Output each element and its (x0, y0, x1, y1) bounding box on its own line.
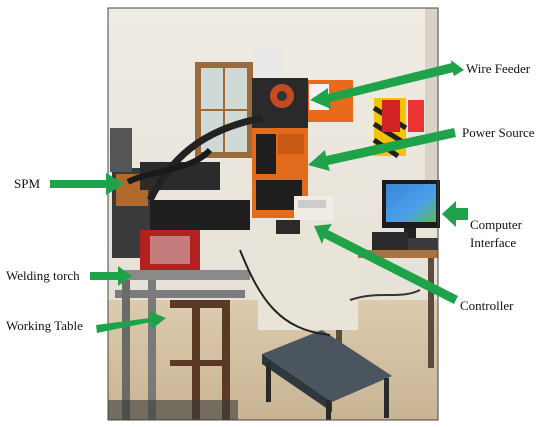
computer-monitor (372, 180, 440, 250)
photo (107, 7, 440, 421)
arrow-controller (314, 224, 458, 304)
arrow-working-table (96, 311, 166, 333)
label-controller: Controller (460, 298, 514, 313)
label-spm: SPM (14, 176, 41, 191)
label-wire-feeder: Wire Feeder (466, 61, 531, 76)
label-computer-interface-line2: Interface (470, 235, 517, 250)
power-source-unit (252, 44, 308, 218)
arrow-welding-torch (90, 266, 132, 286)
arrow-wire-feeder (310, 60, 464, 109)
working-table-frame (108, 230, 250, 420)
spm-machine (110, 114, 263, 258)
label-welding-torch: Welding torch (6, 268, 80, 283)
arrow-spm (50, 173, 124, 195)
step-stool (262, 330, 392, 420)
label-computer-interface-line1: Computer (470, 217, 522, 232)
arrow-power-source (308, 128, 456, 171)
wall-window (195, 62, 253, 158)
arrow-computer-interface (442, 201, 468, 227)
label-working-table: Working Table (6, 318, 83, 333)
label-power-source: Power Source (462, 125, 535, 140)
